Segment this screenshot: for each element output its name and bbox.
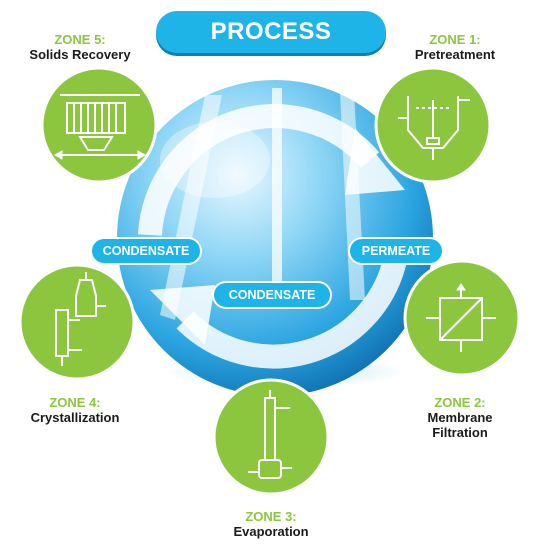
zone3-label: ZONE 3: Evaporation bbox=[215, 509, 327, 539]
zone2-name-line1: Membrane bbox=[427, 410, 493, 425]
zone5-name: Solids Recovery bbox=[29, 47, 131, 62]
circular-flow-arrow-bottom bbox=[176, 257, 407, 369]
zone2-name-line2: Filtration bbox=[432, 425, 488, 440]
zone3-number: ZONE 3: bbox=[245, 509, 297, 524]
zone5-circle bbox=[40, 66, 158, 184]
process-title: PROCESS bbox=[156, 11, 386, 53]
condensate-stream bbox=[272, 88, 282, 293]
zone2-number: ZONE 2: bbox=[434, 395, 486, 410]
zone1-circle bbox=[374, 66, 492, 184]
permeate-tag: PERMEATE bbox=[350, 239, 442, 263]
crystallizer-icon bbox=[55, 272, 106, 366]
condensate-tag-left: CONDENSATE bbox=[92, 239, 200, 263]
zone2-circle bbox=[403, 259, 521, 377]
zone4-label: ZONE 4: Crystallization bbox=[10, 395, 140, 425]
circular-flow-arrow-top bbox=[138, 104, 380, 236]
zone1-name: Pretreatment bbox=[414, 47, 496, 62]
zone4-number: ZONE 4: bbox=[49, 395, 101, 410]
circular-flow-arrowhead-top bbox=[345, 128, 405, 195]
condensate-tag-center: CONDENSATE bbox=[214, 283, 330, 307]
zone4-name: Crystallization bbox=[30, 410, 120, 425]
condensate-stream-left bbox=[160, 95, 222, 320]
zone2-label: ZONE 2: Membrane Filtration bbox=[405, 395, 515, 440]
zone5-number: ZONE 5: bbox=[54, 32, 106, 47]
clarifier-tank-icon bbox=[398, 96, 470, 160]
evaporator-column-icon bbox=[248, 390, 292, 479]
zone5-label: ZONE 5: Solids Recovery bbox=[10, 32, 150, 62]
globe-highlight bbox=[160, 122, 270, 198]
zone4-circle bbox=[18, 263, 136, 381]
zone3-circle bbox=[212, 378, 330, 496]
zone3-name: Evaporation bbox=[233, 524, 309, 539]
zone1-label: ZONE 1: Pretreatment bbox=[395, 32, 515, 62]
filter-press-icon bbox=[53, 94, 147, 160]
membrane-module-icon bbox=[426, 283, 496, 352]
zone1-number: ZONE 1: bbox=[429, 32, 481, 47]
